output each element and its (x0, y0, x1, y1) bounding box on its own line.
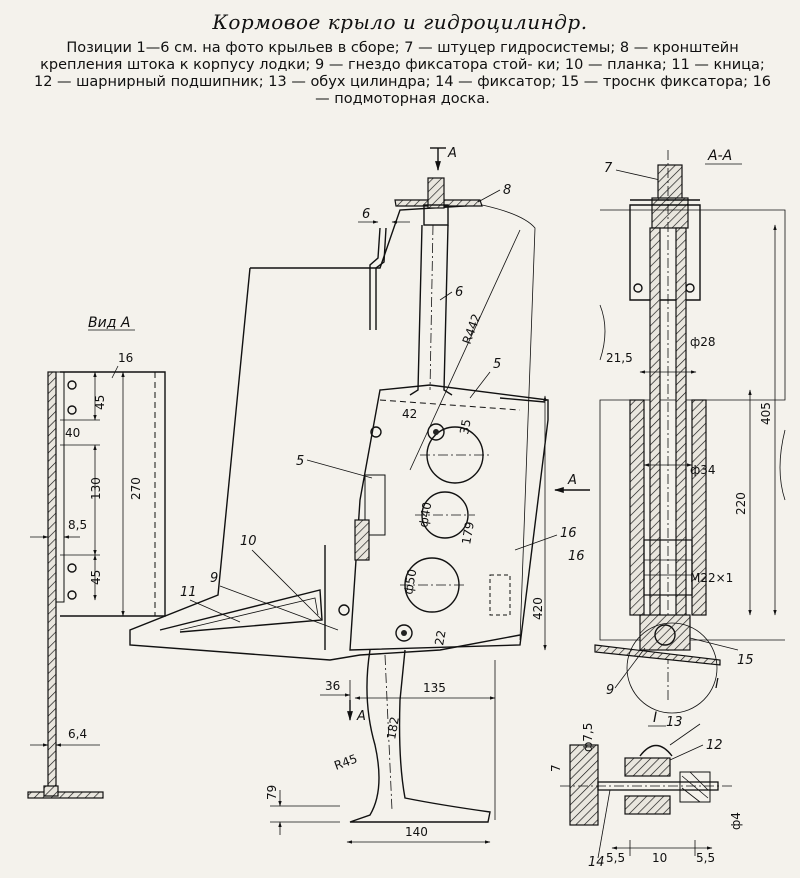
dim-40: 40 (65, 426, 80, 440)
callout-9-cyl: 9 (606, 683, 614, 698)
dim-42: 42 (402, 407, 417, 421)
caption-line-1: Позиции 1—6 см. на фото крыльев в сборе;… (66, 40, 616, 56)
caption-line-4: 14 — фиксатор; 15 — троснк фиксатора; 16… (315, 74, 772, 107)
detail-circle-i (626, 622, 718, 714)
callout-10: 10 (240, 534, 257, 549)
section-mark-bottom: А (356, 709, 366, 724)
callout-5-left: 5 (296, 454, 304, 469)
caption-line-3: ки; 10 — планка; 11 — кница; 12 — шарнир… (33, 57, 765, 90)
dim-d28: ф28 (690, 335, 716, 349)
callout-7: 7 (604, 161, 613, 176)
dim-182: 182 (384, 716, 402, 741)
dim-det-7: 7 (549, 764, 563, 772)
detail-i-label: I (653, 710, 657, 726)
section-mark-right: А (567, 473, 577, 488)
callout-13: 13 (666, 715, 683, 730)
dim-d50: ф50 (401, 568, 419, 596)
view-a-label: Вид А (88, 315, 130, 331)
callout-12: 12 (706, 738, 723, 753)
dim-405: 405 (759, 402, 773, 425)
dim-35: 35 (457, 418, 473, 435)
dim-270: 270 (129, 477, 143, 500)
dim-det-5-5b: 5,5 (696, 851, 715, 865)
view-a-bracket (47, 371, 57, 788)
dim-det-5-5a: 5,5 (606, 851, 625, 865)
callout-16-main: 16 (560, 526, 577, 541)
dim-6-4: 6,4 (68, 727, 87, 741)
piston-rod (649, 227, 661, 629)
callout-6-rod: 6 (455, 285, 463, 300)
strut-5-outline (349, 384, 549, 651)
callout-11: 11 (180, 585, 197, 600)
foil-strut (349, 649, 491, 823)
section-a-a-drawing: А-А 7 21,5 ф28 ф34 M22×1 405 220 (568, 148, 786, 714)
figure-caption: Позиции 1—6 см. на фото крыльев в сборе;… (30, 40, 775, 108)
dim-det-10: 10 (652, 851, 667, 865)
dim-d34: ф34 (690, 463, 716, 477)
detail-ref-i: I (715, 677, 719, 692)
dim-22: 22 (432, 629, 448, 646)
hydraulic-cylinder-rod (409, 224, 453, 396)
cylinder-tube (629, 399, 645, 616)
callout-14: 14 (588, 855, 605, 870)
detail-i-drawing: I 13 12 14 7 ф7,5 ф4 5,5 10 5,5 (549, 710, 743, 870)
dim-130: 130 (89, 477, 103, 500)
dim-179: 179 (459, 521, 477, 546)
caption-line-2: 8 — кронштейн крепления штока к корпусу … (40, 40, 739, 73)
dim-det-d4: ф4 (729, 812, 743, 830)
motor-board-outline (60, 371, 166, 617)
callout-5-top: 5 (493, 357, 501, 372)
knee-11 (159, 589, 323, 633)
figure-title: Кормовое крыло и гидроцилиндр. (212, 10, 588, 34)
main-side-view: А R442 8 6 6 35 ф40 17 (129, 146, 590, 844)
callout-16-cyl: 16 (568, 549, 585, 564)
dim-140: 140 (405, 825, 428, 839)
section-mark-top: А (447, 146, 457, 161)
dim-21-5: 21,5 (606, 351, 633, 365)
dim-79: 79 (265, 785, 279, 800)
dim-36: 36 (325, 679, 340, 693)
dim-420: 420 (531, 597, 545, 620)
callout-6-top: 6 (362, 207, 370, 222)
dim-45-bottom: 45 (89, 570, 103, 585)
dim-135: 135 (423, 681, 446, 695)
hydraulic-fitting-7 (657, 164, 683, 201)
dim-8-5: 8,5 (68, 518, 87, 532)
dim-d40: ф40 (416, 501, 434, 529)
dim-m22: M22×1 (690, 571, 733, 585)
section-aa-label: А-А (707, 148, 732, 164)
view-a-drawing: Вид А 45 40 130 270 45 8,5 16 6,4 (27, 315, 166, 799)
detail-board (569, 744, 599, 826)
callout-15: 15 (737, 653, 754, 668)
rod-fitting (427, 177, 445, 209)
callout-9: 9 (210, 571, 218, 586)
dim-det-d7-5: ф7,5 (581, 723, 595, 752)
callout-16-view: 16 (118, 351, 133, 365)
dim-220: 220 (734, 492, 748, 515)
dim-r45: R45 (332, 752, 359, 773)
dim-45-top: 45 (93, 395, 107, 410)
callout-8: 8 (503, 183, 511, 198)
